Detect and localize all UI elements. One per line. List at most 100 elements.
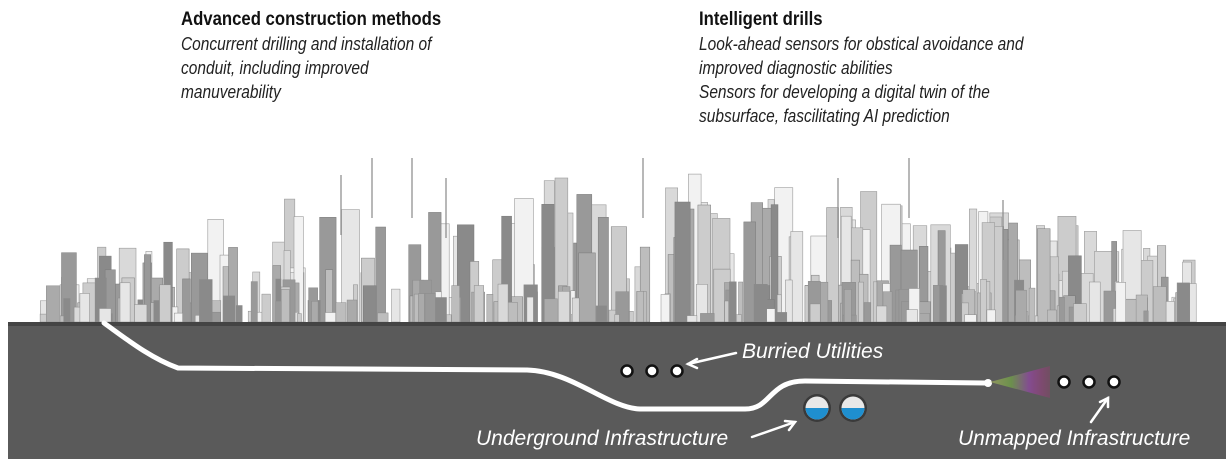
building xyxy=(939,285,947,323)
building xyxy=(766,308,776,323)
unmapped-infrastructure-group xyxy=(1057,375,1121,389)
building xyxy=(434,297,447,323)
underground-infrastructure-label: Underground Infrastructure xyxy=(476,427,729,450)
building xyxy=(526,296,534,323)
buried-utilities-arrowhead xyxy=(685,357,699,370)
building xyxy=(1176,282,1190,323)
building xyxy=(986,309,996,323)
intelligent-drills-heading: Intelligent drills xyxy=(699,9,823,30)
drill-head xyxy=(984,379,992,387)
building xyxy=(199,279,213,323)
construction-methods-line-3: manuverability xyxy=(181,82,281,102)
building xyxy=(1028,287,1036,323)
buried-utilities-arrow xyxy=(686,351,738,366)
building xyxy=(311,301,319,323)
building xyxy=(134,304,148,323)
building xyxy=(182,278,191,323)
building xyxy=(578,252,596,323)
building xyxy=(775,312,786,323)
building xyxy=(1143,310,1149,323)
building xyxy=(544,298,558,323)
underground-arrowhead xyxy=(783,419,798,432)
building xyxy=(377,312,389,323)
building xyxy=(729,281,737,323)
building xyxy=(296,313,302,323)
unmapped-pipe xyxy=(1057,375,1071,389)
building xyxy=(346,299,358,323)
building xyxy=(473,285,484,323)
building xyxy=(1073,303,1087,323)
buried-utilities-label: Burried Utilities xyxy=(742,340,884,363)
construction-methods-text: Advanced construction methods Concurrent… xyxy=(181,8,477,104)
building xyxy=(660,294,670,323)
building xyxy=(391,288,401,323)
building xyxy=(1189,283,1197,323)
building xyxy=(418,293,425,323)
building xyxy=(451,285,460,323)
unmapped-infrastructure-label: Unmapped Infrastructure xyxy=(958,427,1191,450)
buried-utility-pipe xyxy=(620,364,634,378)
unmapped-pipe xyxy=(1107,375,1121,389)
building xyxy=(424,293,436,323)
building xyxy=(222,295,236,323)
building xyxy=(63,298,71,323)
drill-path xyxy=(101,320,988,412)
building xyxy=(844,289,852,323)
intelligent-drills-line-1: Look-ahead sensors for obstical avoidanc… xyxy=(699,34,1024,54)
intelligent-drills-line-4: subsurface, fascilitating AI prediction xyxy=(699,106,950,126)
construction-methods-heading: Advanced construction methods xyxy=(181,9,442,30)
building xyxy=(281,289,290,323)
unmapped-arrowhead xyxy=(1098,395,1110,409)
building xyxy=(674,201,691,323)
building xyxy=(1015,289,1027,323)
building xyxy=(614,314,620,323)
buried-utility-pipe xyxy=(645,364,659,378)
building xyxy=(790,231,804,323)
sensor-cone xyxy=(990,366,1050,398)
building xyxy=(235,305,243,323)
building xyxy=(174,312,183,323)
building xyxy=(980,279,987,323)
building xyxy=(324,312,336,323)
building xyxy=(362,285,377,323)
building xyxy=(1089,281,1101,323)
buried-utilities-group xyxy=(620,364,684,378)
underground-arrow xyxy=(750,420,797,439)
building xyxy=(557,291,570,323)
construction-methods-line-1: Concurrent drilling and installation of xyxy=(181,34,432,54)
building xyxy=(46,285,61,323)
buried-utility-pipe xyxy=(670,364,684,378)
building xyxy=(159,284,172,323)
building xyxy=(595,305,607,323)
building xyxy=(79,293,90,323)
building xyxy=(863,302,872,323)
building xyxy=(820,281,829,323)
building xyxy=(700,313,715,323)
building xyxy=(497,283,509,323)
building xyxy=(99,308,112,323)
building xyxy=(753,284,768,323)
building xyxy=(686,315,698,323)
ground-surface-line xyxy=(8,322,1226,326)
building xyxy=(964,314,977,323)
underground-infrastructure-group xyxy=(803,394,867,422)
building xyxy=(636,291,644,323)
building xyxy=(906,309,918,323)
building xyxy=(571,297,580,323)
building xyxy=(486,294,494,323)
construction-methods-line-2: conduit, including improved xyxy=(181,58,369,78)
unmapped-arrow xyxy=(1089,396,1110,424)
building xyxy=(1123,298,1138,323)
building xyxy=(809,303,821,323)
building xyxy=(119,282,131,323)
city-skyline xyxy=(39,158,1197,323)
intelligent-drills-line-2: improved diagnostic abilities xyxy=(699,58,893,78)
building xyxy=(375,226,386,323)
water-main xyxy=(803,394,831,422)
building xyxy=(1115,282,1126,323)
building xyxy=(275,300,282,323)
intelligent-drills-line-3: Sensors for developing a digital twin of… xyxy=(699,82,990,102)
building xyxy=(724,300,729,323)
building xyxy=(876,305,888,323)
